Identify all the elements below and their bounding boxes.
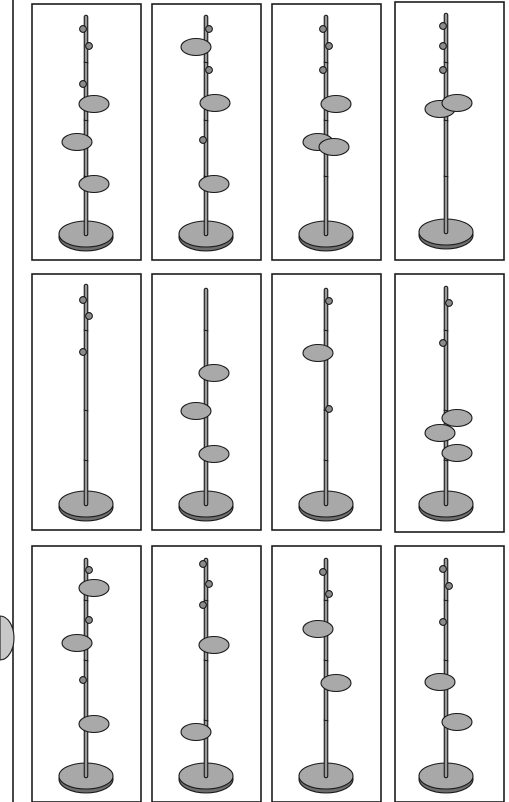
- hook-knob: [320, 67, 327, 74]
- tray-disc: [442, 445, 472, 462]
- tray-disc: [199, 637, 229, 654]
- tray-disc: [62, 635, 92, 652]
- tray-disc: [442, 410, 472, 427]
- hook-knob: [80, 677, 87, 684]
- hook-knob: [446, 583, 453, 590]
- hook-knob: [206, 581, 213, 588]
- tray-disc: [199, 365, 229, 382]
- tray-disc: [79, 716, 109, 733]
- configuration-grid: [32, 2, 504, 802]
- hook-knob: [320, 26, 327, 33]
- hook-knob: [440, 23, 447, 30]
- hook-knob: [440, 619, 447, 626]
- panel-config-5: [32, 274, 141, 530]
- hook-knob: [440, 67, 447, 74]
- tray-disc: [321, 675, 351, 692]
- tray-disc: [79, 96, 109, 113]
- tray-disc: [321, 96, 351, 113]
- hook-knob: [86, 43, 93, 50]
- tray-disc: [425, 425, 455, 442]
- panel-config-1: [32, 4, 141, 260]
- panel-config-11: [272, 546, 381, 802]
- hook-knob: [206, 67, 213, 74]
- panel-config-10: [152, 546, 261, 802]
- hook-knob: [80, 349, 87, 356]
- panel-config-6: [152, 274, 261, 530]
- tray-disc: [319, 139, 349, 156]
- panel-config-12: [395, 546, 504, 802]
- hook-knob: [326, 406, 333, 413]
- panel-config-7: [272, 274, 381, 530]
- hook-knob: [86, 313, 93, 320]
- page-tab-marker: [0, 616, 14, 660]
- hook-knob: [80, 81, 87, 88]
- hook-knob: [326, 298, 333, 305]
- tray-disc: [181, 724, 211, 741]
- tray-disc: [200, 95, 230, 112]
- hook-knob: [440, 340, 447, 347]
- tray-disc: [181, 39, 211, 56]
- tray-disc: [303, 345, 333, 362]
- hook-knob: [446, 300, 453, 307]
- hook-knob: [200, 561, 207, 568]
- hook-knob: [86, 567, 93, 574]
- panel-config-9: [32, 546, 141, 802]
- hook-knob: [440, 566, 447, 573]
- tray-disc: [425, 674, 455, 691]
- hook-knob: [200, 602, 207, 609]
- hook-knob: [320, 569, 327, 576]
- hook-knob: [200, 137, 207, 144]
- hook-knob: [80, 297, 87, 304]
- hook-knob: [206, 26, 213, 33]
- hook-knob: [80, 26, 87, 33]
- tray-disc: [199, 446, 229, 463]
- panel-config-3: [272, 4, 381, 260]
- hook-knob: [326, 591, 333, 598]
- hook-knob: [440, 43, 447, 50]
- panel-config-4: [395, 2, 504, 260]
- tray-disc: [181, 403, 211, 420]
- tray-disc: [79, 580, 109, 597]
- panel-config-2: [152, 4, 261, 260]
- tray-disc: [62, 134, 92, 151]
- tray-disc: [199, 176, 229, 193]
- panel-config-8: [395, 274, 504, 532]
- tray-disc: [442, 714, 472, 731]
- hook-knob: [326, 43, 333, 50]
- tray-disc: [442, 95, 472, 112]
- tray-disc: [303, 621, 333, 638]
- hook-knob: [86, 617, 93, 624]
- tray-disc: [79, 176, 109, 193]
